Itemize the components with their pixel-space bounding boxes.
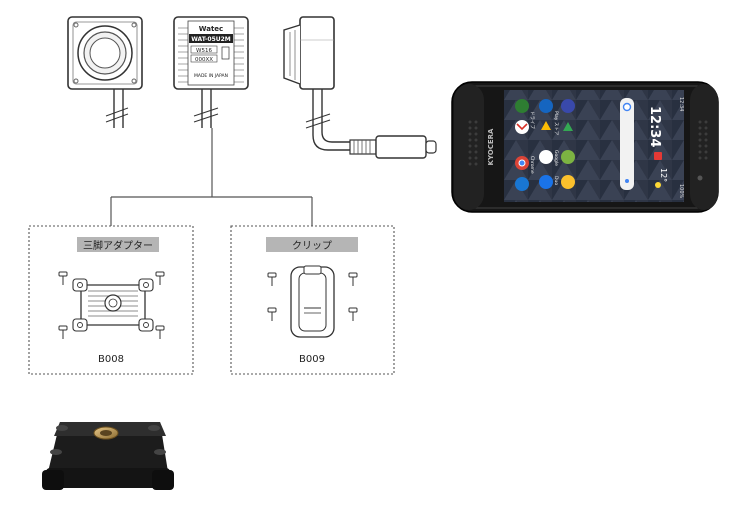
- usb-c-connector: [349, 135, 437, 159]
- google-app-icon[interactable]: [539, 150, 553, 164]
- microphone-icon: [625, 179, 629, 183]
- accessory-title: 三脚アダプター: [83, 239, 153, 252]
- connection-lines: [110, 128, 313, 226]
- smartphone: KYOCERA 12:34 100% 12:34 12°: [451, 81, 719, 213]
- calendar-icon: [654, 152, 662, 160]
- phone-screen: [504, 90, 684, 202]
- accessory-title-bg: [266, 237, 358, 252]
- app-label: Duo: [553, 176, 559, 185]
- google-icon: [622, 102, 632, 112]
- gmail-app-icon[interactable]: [515, 120, 529, 134]
- google-search-bar[interactable]: [620, 98, 634, 190]
- accessory-code: B008: [98, 354, 124, 365]
- accessory-title-bg: [77, 237, 159, 252]
- app-label: Chrome: [529, 156, 535, 174]
- battery-level: 100%: [678, 184, 684, 199]
- camera-side-view: [283, 16, 350, 151]
- phone-brand: KYOCERA: [487, 128, 495, 166]
- accessory-code: B009: [299, 354, 325, 365]
- files-app-icon[interactable]: [515, 99, 529, 113]
- app-label: Google: [553, 150, 559, 166]
- camera-back-view: Watec WAT-05U2M W516 000XX MADE IN JAPAN: [173, 16, 249, 128]
- accessory-box-clip: クリップ B009: [230, 225, 395, 375]
- weather-temp: 12°: [659, 168, 668, 182]
- front-camera-icon: [697, 175, 703, 181]
- app-label: ドライブ: [529, 111, 536, 129]
- accessory-title: クリップ: [292, 240, 332, 252]
- drive-triangle-icon[interactable]: [563, 122, 573, 131]
- play-store-icon[interactable]: [541, 121, 551, 130]
- camera-app-icon[interactable]: [515, 177, 529, 191]
- accessory-box-tripod-adapter: 三脚アダプター B008: [28, 225, 194, 375]
- screw-icons: [58, 271, 165, 339]
- camera-model-label: WAT-05U2M: [191, 36, 231, 43]
- camera-id-label-b: 000XX: [195, 57, 213, 63]
- camera-brand-label: Watec: [199, 25, 223, 33]
- home-clock: 12:34: [647, 106, 662, 147]
- drive-app-icon[interactable]: [539, 99, 553, 113]
- tripod-adapter-photo: [42, 422, 174, 490]
- speaker-grille: [468, 120, 478, 166]
- weather-sun-icon: [655, 182, 661, 188]
- made-in-label: MADE IN JAPAN: [194, 73, 228, 79]
- camera-id-label-a: W516: [196, 48, 212, 54]
- app-grid: [515, 99, 575, 191]
- screw-icons: [267, 272, 358, 321]
- duo-app-icon[interactable]: [539, 175, 553, 189]
- camera-front-view: [67, 16, 143, 128]
- photos-app-icon[interactable]: [561, 99, 575, 113]
- app-label: Play ストア: [553, 111, 559, 136]
- photos-pinwheel-icon[interactable]: [561, 175, 575, 189]
- maps-app-icon[interactable]: [561, 150, 575, 164]
- trash-bin-icon: [221, 46, 230, 60]
- status-bar-time: 12:34: [678, 97, 684, 111]
